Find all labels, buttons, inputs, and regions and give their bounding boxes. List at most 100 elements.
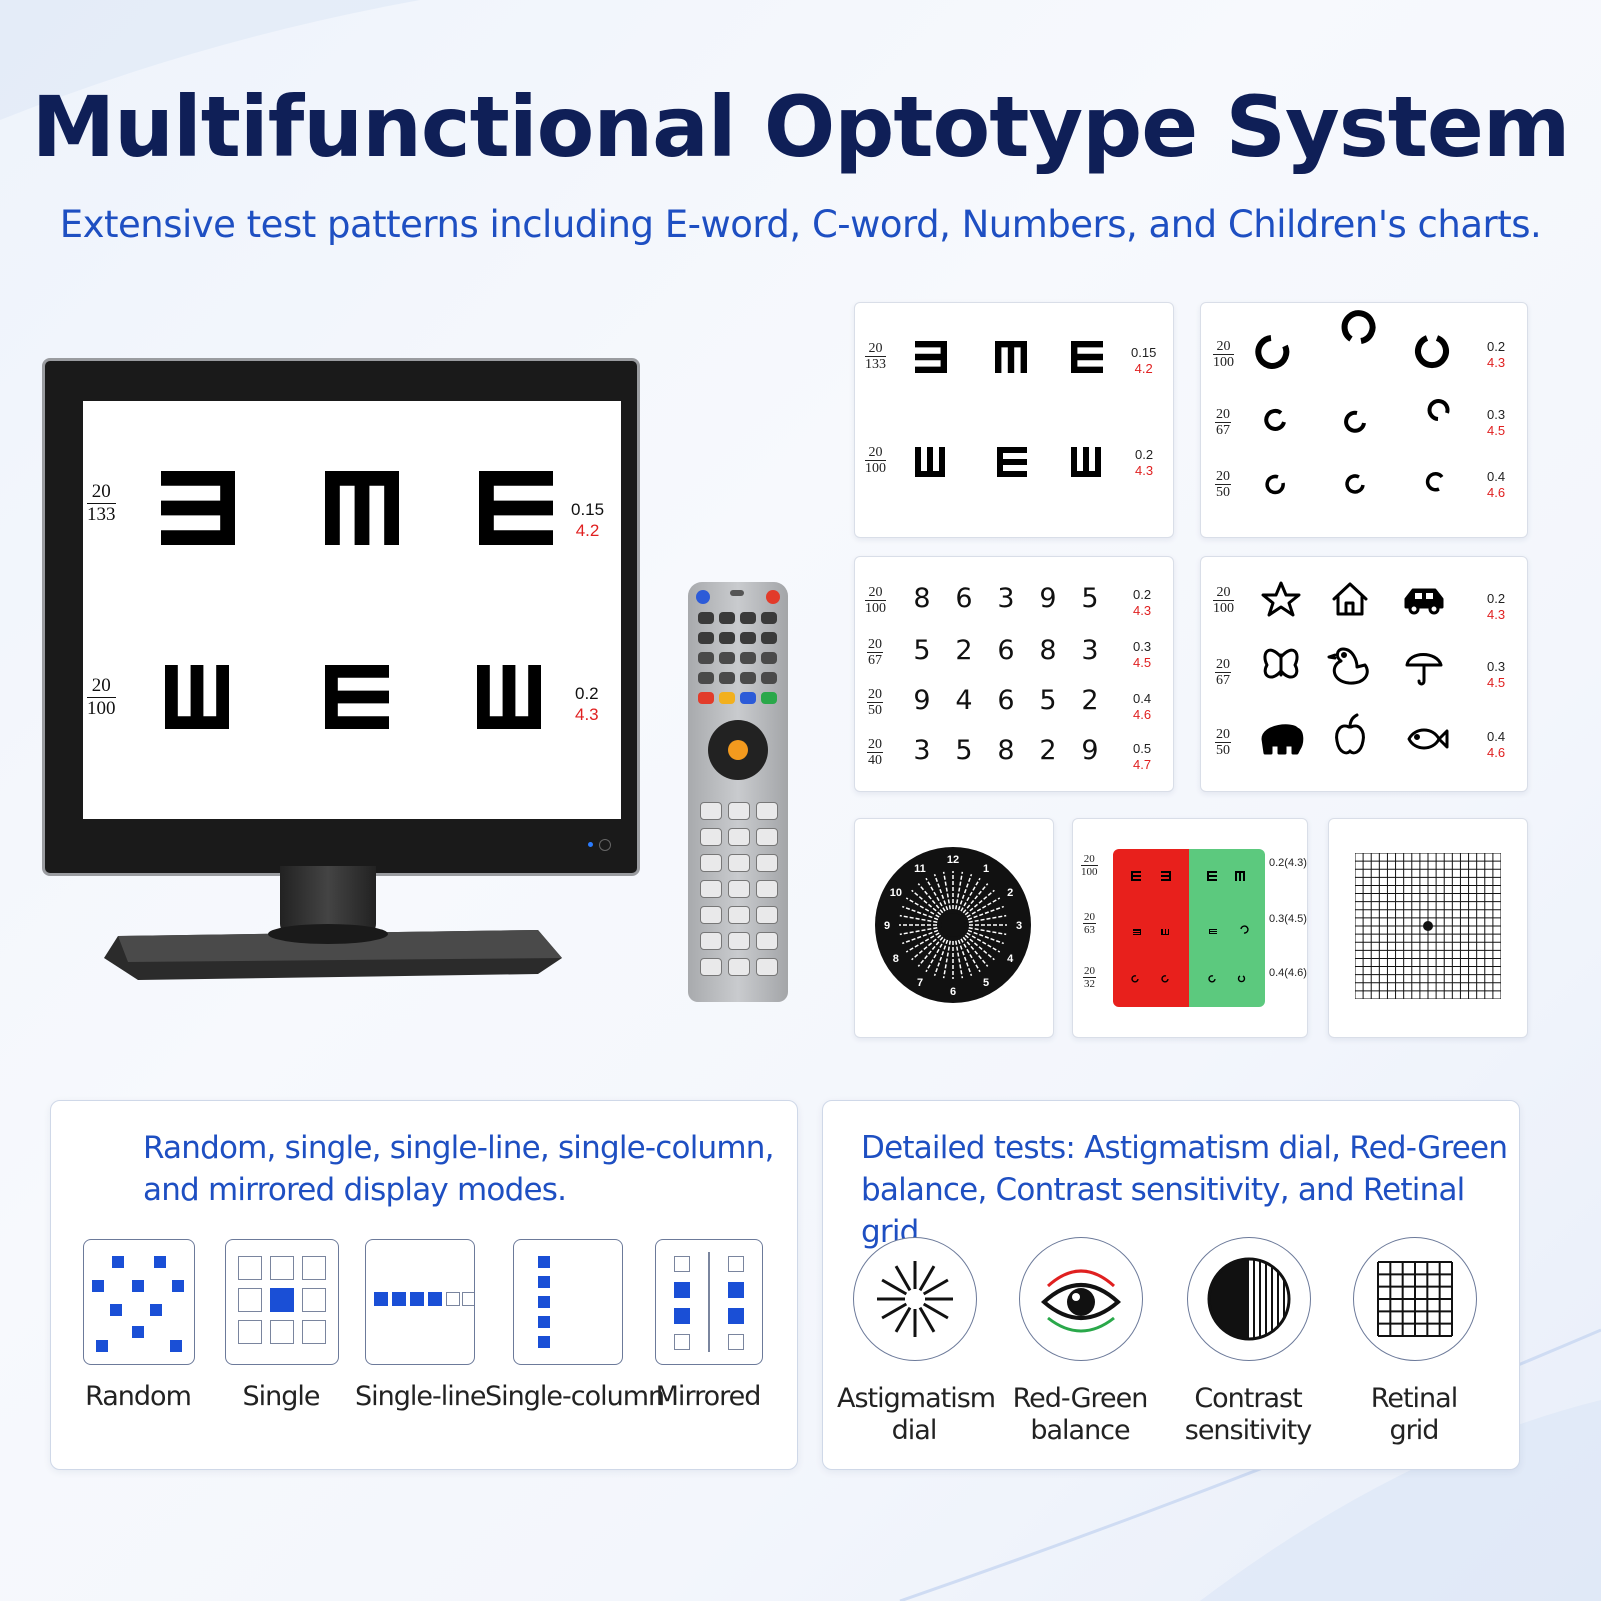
mode-single-icon[interactable] xyxy=(225,1239,339,1365)
remote-button[interactable] xyxy=(728,802,750,820)
dial-line xyxy=(966,897,1001,918)
optotype-digit: 2 xyxy=(1081,685,1099,716)
remote-button[interactable] xyxy=(700,828,722,846)
remote-button[interactable] xyxy=(756,828,778,846)
remote-button[interactable] xyxy=(728,854,750,872)
tumbling-e-right xyxy=(325,665,389,729)
remote-button[interactable] xyxy=(761,672,777,684)
monitor: 20 133 0.15 4.2 20 100 0.2 4.3 xyxy=(42,358,640,876)
remote-button[interactable] xyxy=(719,632,735,644)
remote-button[interactable] xyxy=(740,672,756,684)
remote-button[interactable] xyxy=(719,612,735,624)
remote-button[interactable] xyxy=(719,652,735,664)
mode-random-icon[interactable] xyxy=(83,1239,195,1365)
optotype-digit: 5 xyxy=(913,635,931,666)
remote-ok-button[interactable] xyxy=(728,740,748,760)
remote-button[interactable] xyxy=(756,854,778,872)
optotype-digit: 4 xyxy=(955,685,973,716)
remote-button[interactable] xyxy=(728,958,750,976)
dial-line xyxy=(902,905,939,921)
remote-button[interactable] xyxy=(719,672,735,684)
mode-label: Mirrored xyxy=(655,1381,762,1412)
remote-button[interactable] xyxy=(756,932,778,950)
remote-button[interactable] xyxy=(698,652,714,664)
remote-button[interactable] xyxy=(740,632,756,644)
remote-button[interactable] xyxy=(740,612,756,624)
tumbling-e-up xyxy=(1071,447,1101,477)
remote-button[interactable] xyxy=(756,958,778,976)
acuity-value: 0.2(4.3) xyxy=(1269,857,1307,869)
eye-icon[interactable] xyxy=(1019,1237,1143,1361)
remote-button[interactable] xyxy=(761,652,777,664)
monitor-screen: 20 133 0.15 4.2 20 100 0.2 4.3 xyxy=(83,401,621,819)
dial-number: 1 xyxy=(983,863,989,875)
remote-ir xyxy=(730,590,744,596)
remote-button[interactable] xyxy=(700,854,722,872)
dial-line xyxy=(917,883,944,914)
remote-button[interactable] xyxy=(756,802,778,820)
remote-button[interactable] xyxy=(728,906,750,924)
house-icon xyxy=(1332,582,1368,616)
remote-button[interactable] xyxy=(728,828,750,846)
mode-mirrored-icon[interactable] xyxy=(655,1239,763,1365)
display-modes-panel: Random, single, single-line, single-colu… xyxy=(50,1100,798,1470)
tumbling-e-down xyxy=(995,341,1027,373)
remote-button[interactable] xyxy=(700,932,722,950)
dial-line xyxy=(957,874,973,911)
remote-button[interactable] xyxy=(700,958,722,976)
remote-button[interactable] xyxy=(700,880,722,898)
remote-button[interactable] xyxy=(698,692,714,704)
remote-button[interactable] xyxy=(698,612,714,624)
mode-single-line-icon[interactable] xyxy=(365,1239,475,1365)
remote-button[interactable] xyxy=(728,932,750,950)
remote-button[interactable] xyxy=(756,880,778,898)
remote-button[interactable] xyxy=(700,906,722,924)
dial-number: 6 xyxy=(950,986,956,998)
dial-line xyxy=(942,871,951,910)
power-button[interactable] xyxy=(599,839,611,851)
astigmatism-icon[interactable] xyxy=(853,1237,977,1361)
remote-power-button[interactable] xyxy=(766,590,780,604)
acuity-value: 0.2 4.3 xyxy=(575,684,599,725)
power-led xyxy=(588,842,593,847)
dial-line xyxy=(955,940,964,979)
landolt-c xyxy=(1264,408,1286,431)
mode-label: Single-column xyxy=(485,1381,665,1412)
remote-button[interactable] xyxy=(756,906,778,924)
mode-single-column-icon[interactable] xyxy=(513,1239,623,1365)
optotype-digit: 5 xyxy=(1039,685,1057,716)
remote-button[interactable] xyxy=(719,692,735,704)
remote-button[interactable] xyxy=(761,692,777,704)
remote-button[interactable] xyxy=(740,692,756,704)
dial-number: 8 xyxy=(893,953,899,965)
remote-button[interactable] xyxy=(740,652,756,664)
optotype-digit: 6 xyxy=(955,583,973,614)
remote-button[interactable] xyxy=(698,672,714,684)
remote-button[interactable] xyxy=(728,880,750,898)
optotype-digit: 6 xyxy=(997,635,1015,666)
remote-button[interactable] xyxy=(696,590,710,604)
detailed-tests-panel: Detailed tests: Astigmatism dial, Red-Gr… xyxy=(822,1100,1520,1470)
dial-line xyxy=(967,905,1004,921)
remote-button[interactable] xyxy=(761,632,777,644)
remote-button[interactable] xyxy=(700,802,722,820)
optotype-digit: 2 xyxy=(1039,735,1057,766)
grid-icon[interactable] xyxy=(1353,1237,1477,1361)
red-panel xyxy=(1113,849,1189,1007)
acuity-value: 0.4(4.6) xyxy=(1269,967,1307,979)
dial-line xyxy=(922,1278,949,1296)
landolt-c-grid xyxy=(1255,310,1450,495)
landolt-c xyxy=(1265,474,1285,495)
remote-button[interactable] xyxy=(761,612,777,624)
remote-button[interactable] xyxy=(698,632,714,644)
dial-number: 9 xyxy=(884,920,890,932)
contrast-icon[interactable] xyxy=(1187,1237,1311,1361)
